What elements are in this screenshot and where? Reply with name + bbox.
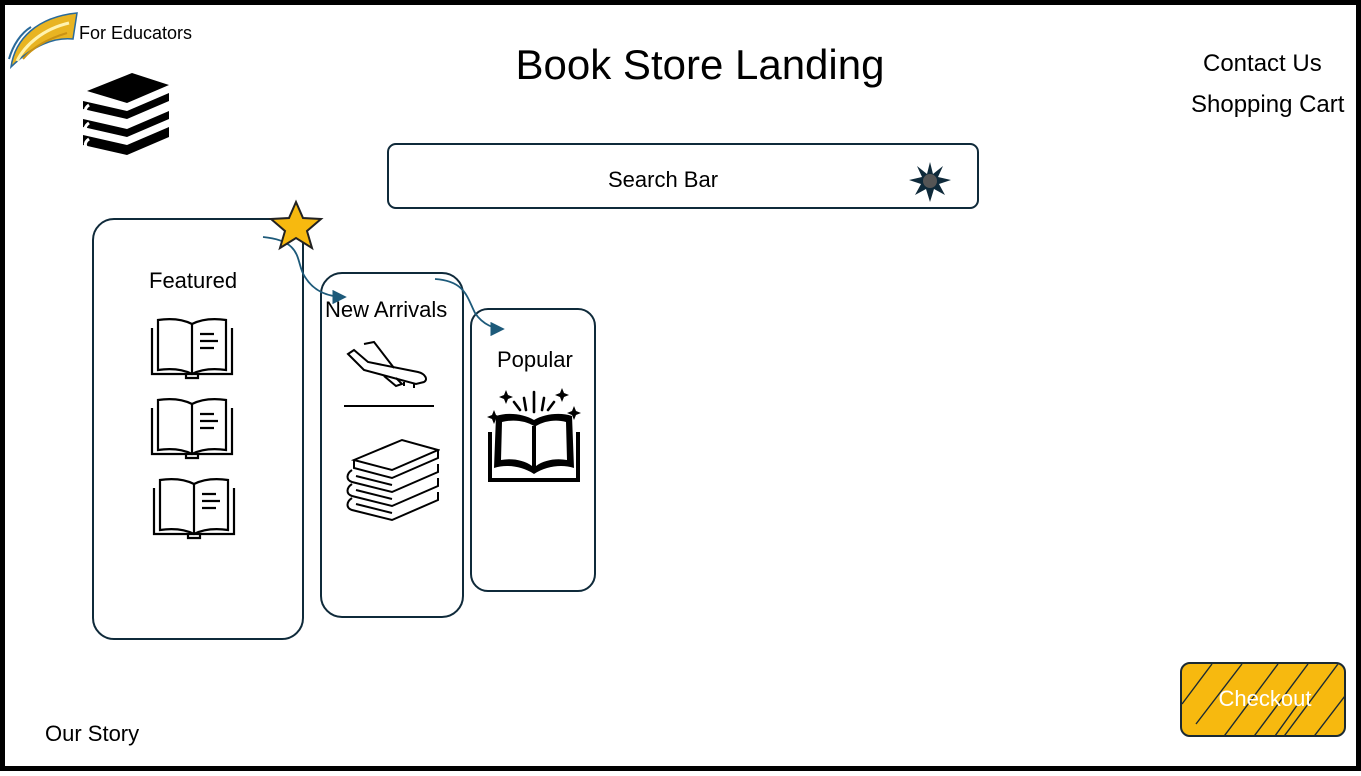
- popular-label: Popular: [497, 347, 573, 372]
- golden-wing-logo-icon[interactable]: [7, 9, 79, 71]
- our-story-link[interactable]: Our Story: [45, 721, 140, 746]
- open-book-icon: [152, 478, 236, 540]
- hatch-pattern: [1182, 664, 1344, 735]
- book-stack-icon: [346, 438, 440, 522]
- contact-us-link[interactable]: Contact Us: [1203, 50, 1322, 77]
- featured-card[interactable]: Featured: [92, 218, 304, 640]
- new-arrivals-label: New Arrivals: [325, 297, 448, 322]
- page-title: Book Store Landing: [515, 41, 885, 88]
- featured-label: Featured: [149, 268, 238, 293]
- airplane-landing-icon: [344, 340, 434, 407]
- checkout-button[interactable]: Checkout: [1180, 662, 1346, 737]
- search-bar[interactable]: Search Bar: [387, 143, 979, 209]
- search-bar-label: Search Bar: [607, 167, 719, 192]
- for-educators-link[interactable]: For Educators: [79, 23, 193, 43]
- open-book-icon: [150, 398, 234, 460]
- sparkling-book-icon: [487, 388, 581, 482]
- starburst-search-icon[interactable]: [909, 162, 951, 202]
- book-stack-icon[interactable]: [77, 71, 173, 159]
- checkout-label: Checkout: [1218, 686, 1312, 711]
- popular-card[interactable]: Popular: [470, 308, 596, 592]
- shopping-cart-link[interactable]: Shopping Cart: [1191, 91, 1345, 118]
- new-arrivals-card[interactable]: New Arrivals: [320, 272, 464, 618]
- open-book-icon: [150, 318, 234, 380]
